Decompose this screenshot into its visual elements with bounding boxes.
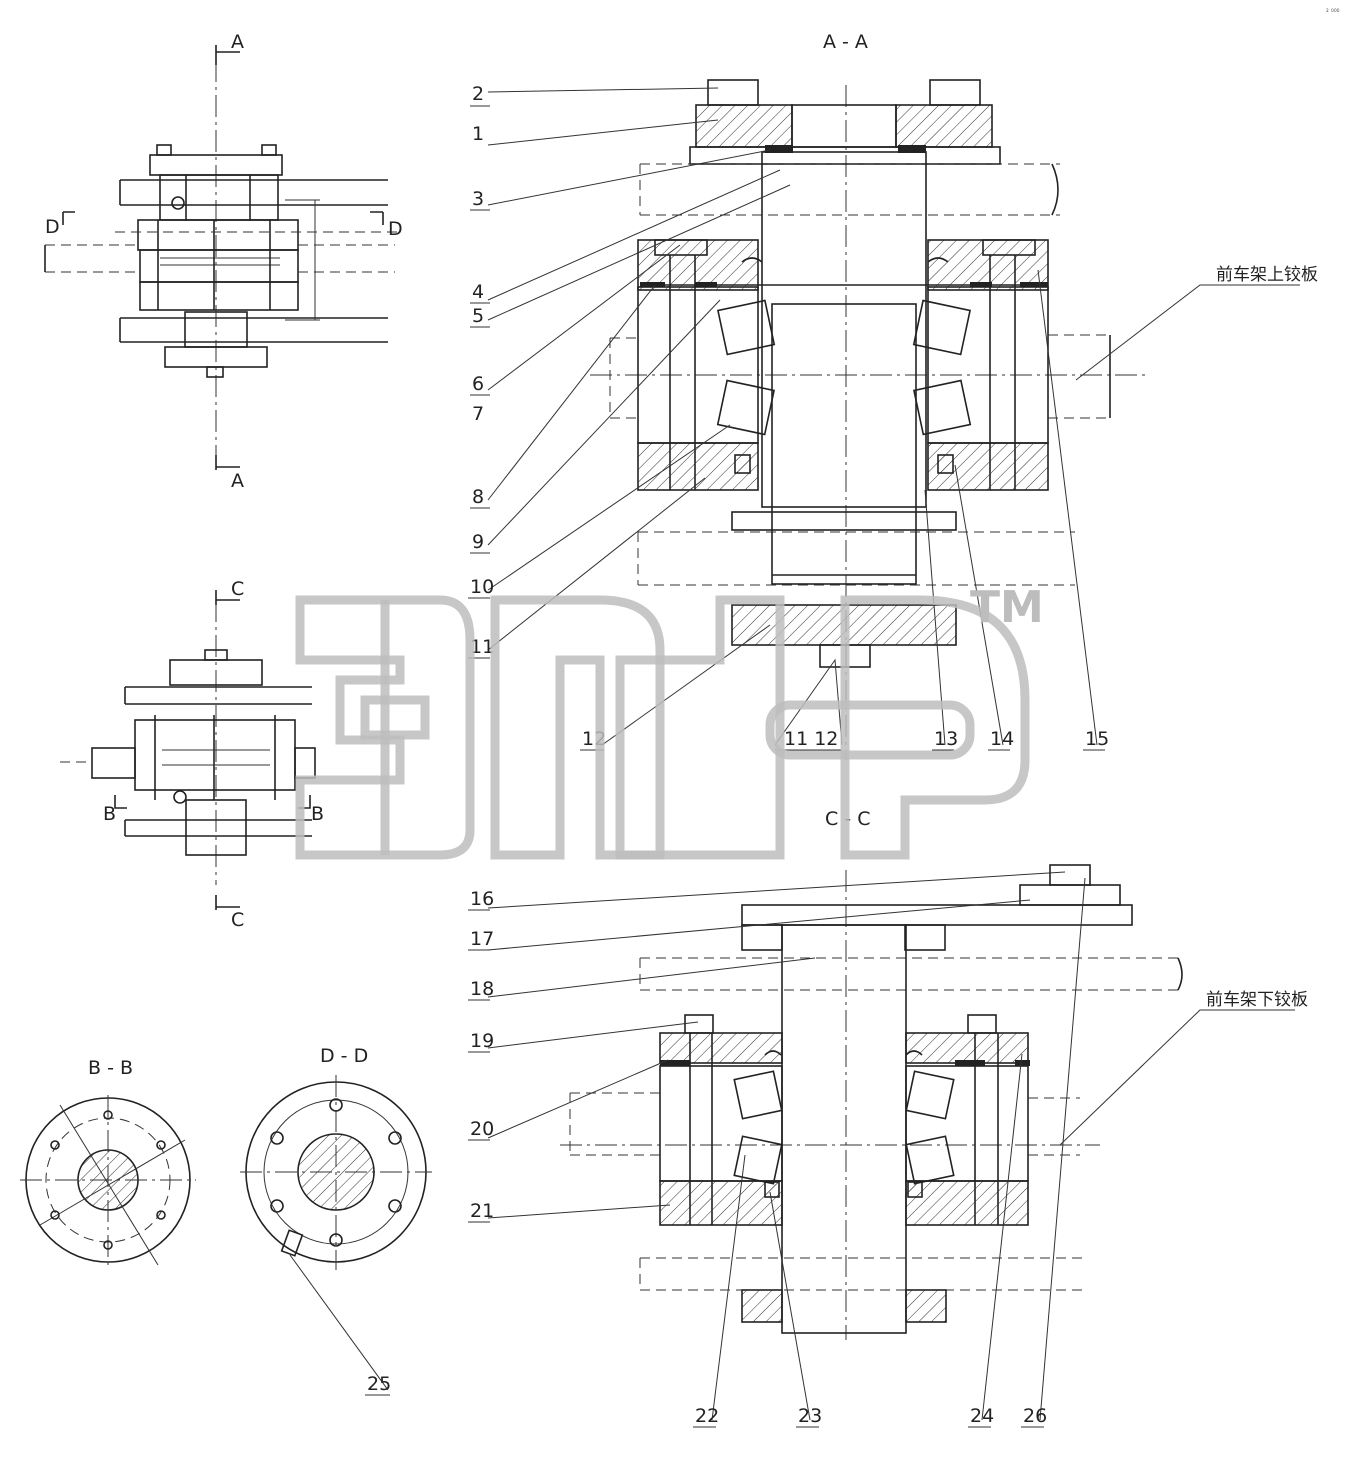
part-label-23: 23 <box>798 1405 822 1427</box>
lower-frame-plate-label: 前车架下铰板 <box>1206 990 1308 1010</box>
part-label-17: 17 <box>470 928 494 950</box>
part-label-14: 14 <box>990 728 1014 750</box>
section-mark-c-top: C <box>231 578 244 600</box>
part-label-9: 9 <box>472 531 484 553</box>
front-view-a: A A D D <box>44 31 403 492</box>
section-mark-a-bottom: A <box>231 470 244 492</box>
part-label-5: 5 <box>472 305 484 327</box>
part-label-2: 2 <box>472 83 484 105</box>
part-label-26: 26 <box>1023 1405 1047 1427</box>
section-mark-b-left: B <box>103 803 116 825</box>
front-view-c: C C B B <box>60 578 324 931</box>
part-label-16: 16 <box>470 888 494 910</box>
part-label-25: 25 <box>367 1373 391 1395</box>
section-mark-d-left: D <box>45 216 60 238</box>
trademark-symbol: TM <box>970 582 1044 633</box>
title-d-d: D - D <box>320 1045 368 1067</box>
upper-frame-plate-label: 前车架上铰板 <box>1216 265 1318 285</box>
section-mark-a-top: A <box>231 31 244 53</box>
leader-lines <box>289 87 1300 1421</box>
title-b-b: B - B <box>88 1057 133 1079</box>
part-label-13: 13 <box>934 728 958 750</box>
section-mark-d-right: D <box>388 218 403 240</box>
part-label-21: 21 <box>470 1200 494 1222</box>
part-label-24: 24 <box>970 1405 994 1427</box>
part-label-6: 6 <box>472 373 484 395</box>
part-label-11-12: 11 12 <box>784 728 838 750</box>
section-a-a: A - A <box>590 31 1145 760</box>
section-mark-c-bottom: C <box>231 909 244 931</box>
part-label-10: 10 <box>470 576 494 598</box>
section-mark-b-right: B <box>311 803 324 825</box>
part-label-8: 8 <box>472 486 484 508</box>
part-label-20: 20 <box>470 1118 494 1140</box>
part-label-11: 11 <box>470 636 494 658</box>
title-a-a: A - A <box>823 31 868 53</box>
part-label-15: 15 <box>1085 728 1109 750</box>
section-b-b: B - B <box>20 1057 196 1266</box>
part-label-22: 22 <box>695 1405 719 1427</box>
section-c-c: C - C <box>560 808 1183 1340</box>
part-label-18: 18 <box>470 978 494 1000</box>
section-d-d: D - D <box>240 1045 432 1270</box>
watermark-logo: TM <box>295 582 1044 860</box>
part-label-3: 3 <box>472 188 484 210</box>
part-label-1: 1 <box>472 123 484 145</box>
corner-mark: ₂ ₀₀₀ <box>1326 6 1340 14</box>
part-label-19: 19 <box>470 1030 494 1052</box>
part-label-7: 7 <box>472 403 484 425</box>
part-label-4: 4 <box>472 281 484 303</box>
